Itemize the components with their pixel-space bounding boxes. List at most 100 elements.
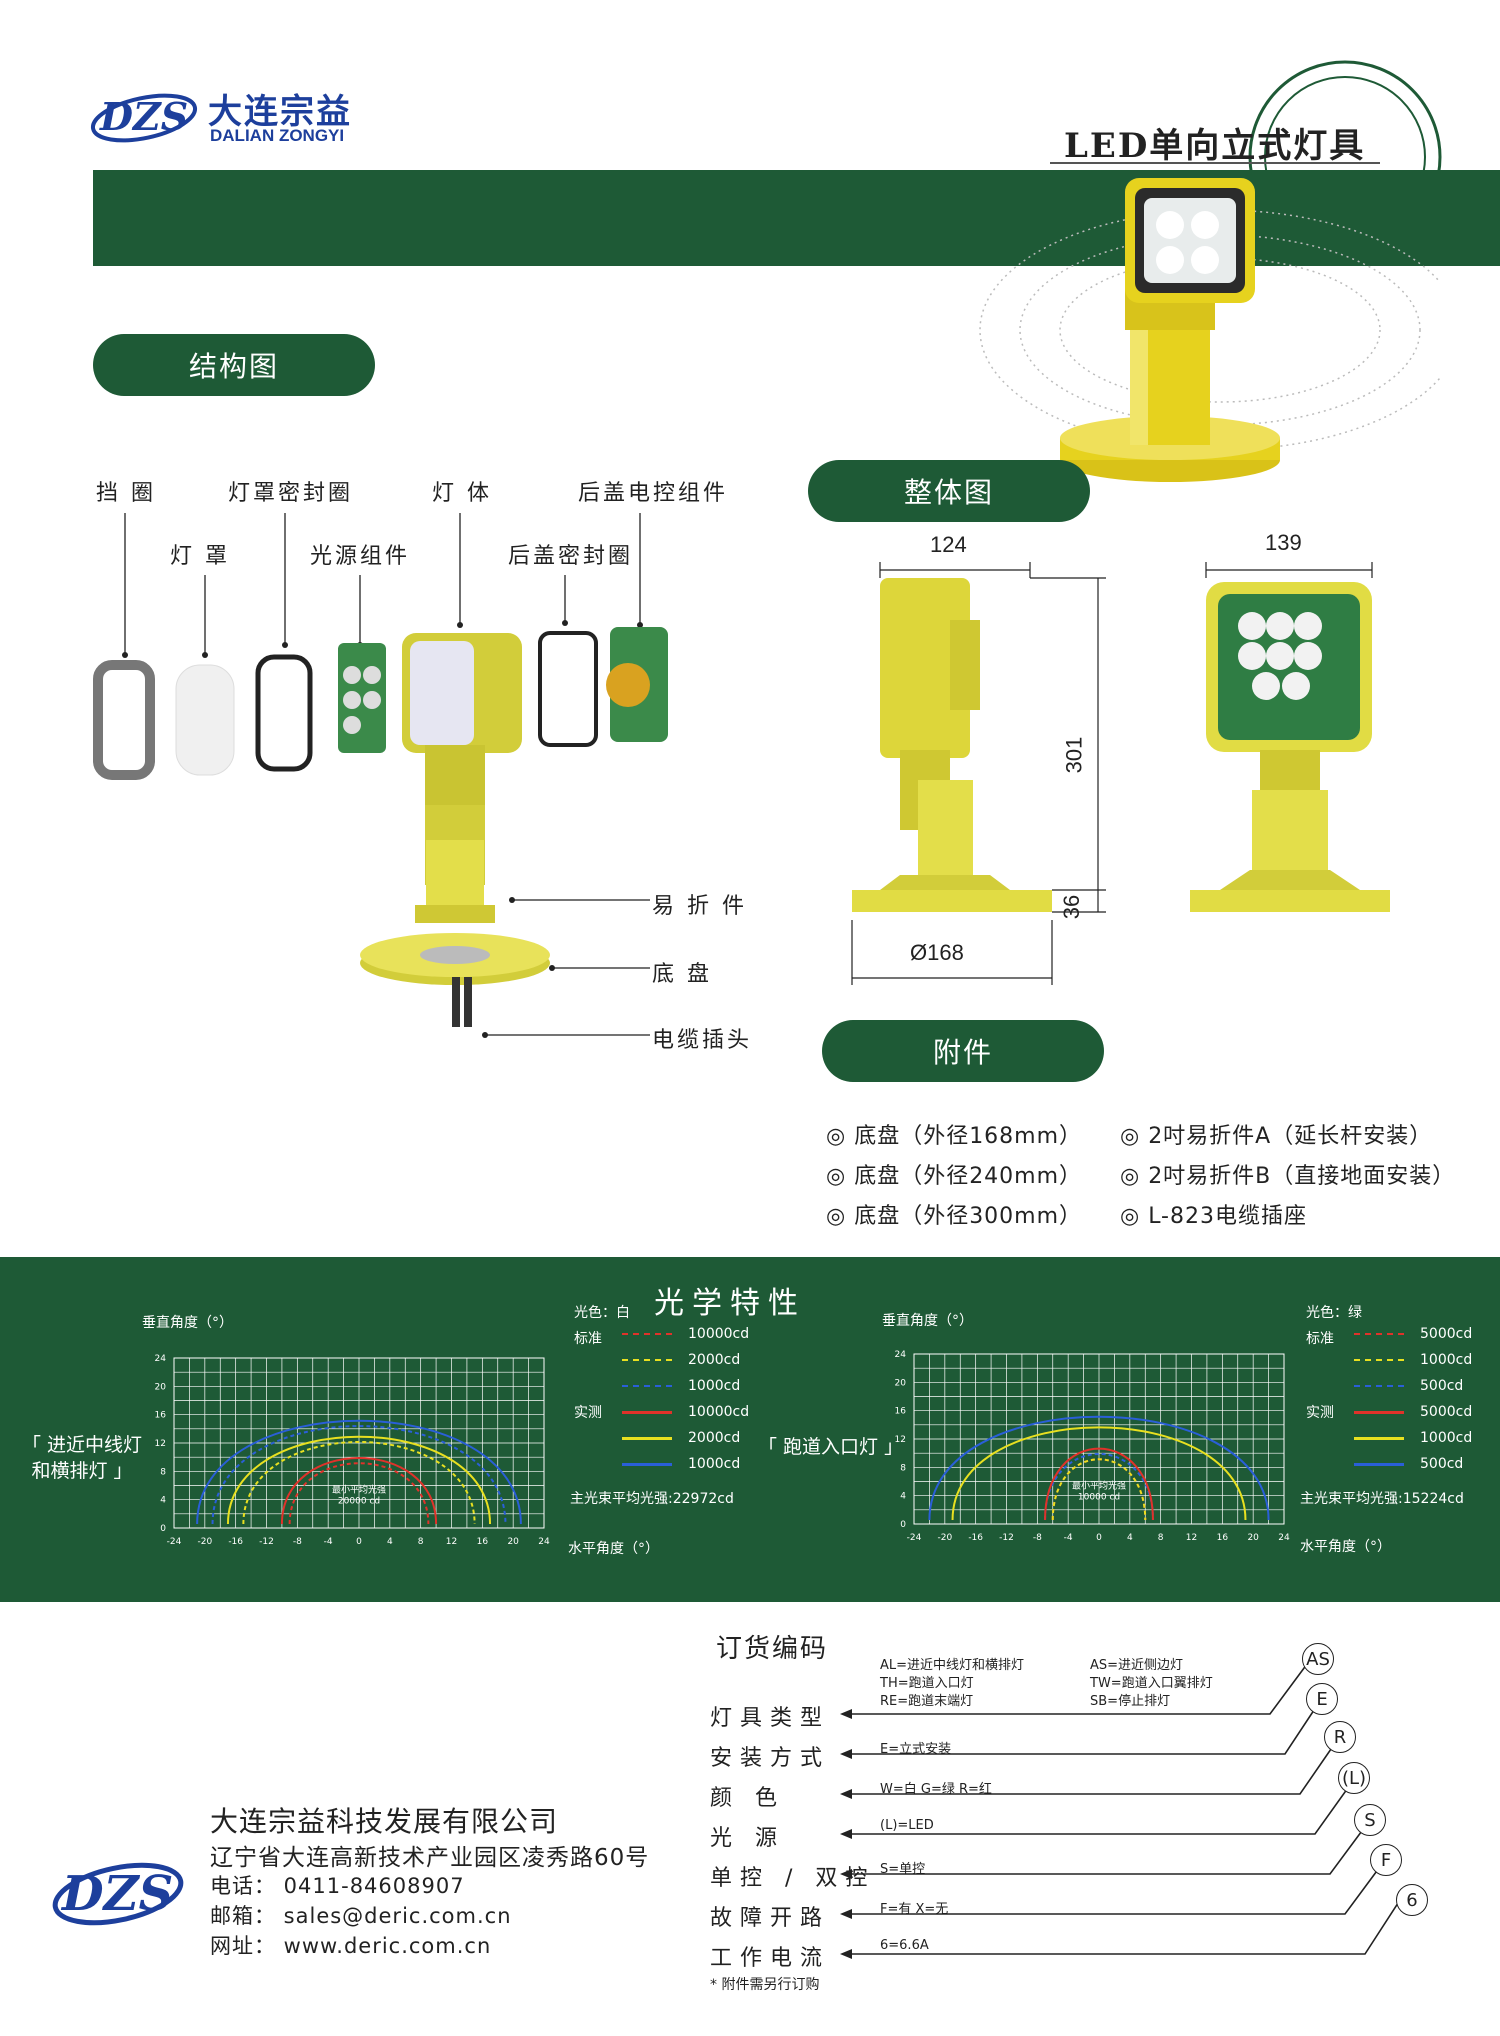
overall-section-pill: 整体图 <box>808 460 1090 522</box>
chart1-measured-label: 实测 <box>574 1405 602 1421</box>
y-tick-label: 4 <box>900 1492 906 1502</box>
center-note: 最小平均光强 <box>1072 1480 1126 1492</box>
optics-green-band <box>0 1257 1500 1602</box>
legend-entry: 500cd <box>1354 1378 1463 1394</box>
order-field-label: 颜 色 <box>710 1786 785 1811</box>
legend-swatch <box>1354 1359 1404 1361</box>
contact-web: 网址： www.deric.com.cn <box>210 1934 492 1958</box>
x-tick-label: -20 <box>937 1533 952 1543</box>
dim-side-width: 124 <box>930 532 967 557</box>
dim-front-width: 139 <box>1265 530 1302 555</box>
x-tick-label: 20 <box>1247 1533 1259 1543</box>
contour-curve <box>1051 1458 1147 1521</box>
x-tick-label: -8 <box>293 1537 302 1547</box>
legend-value: 1000cd <box>688 1378 741 1394</box>
order-field-option: TW=跑道入口翼排灯 <box>1090 1676 1213 1691</box>
y-tick-label: 12 <box>155 1439 166 1449</box>
legend-swatch <box>622 1385 672 1387</box>
center-note: 最小平均光强 <box>332 1484 386 1496</box>
x-tick-label: -12 <box>999 1533 1014 1543</box>
x-tick-label: 8 <box>1158 1533 1164 1543</box>
part-label-rear-cover: 后盖电控组件 <box>578 481 729 506</box>
part-label-cable-plug: 电缆插头 <box>652 1028 753 1053</box>
y-tick-label: 16 <box>895 1407 907 1417</box>
legend-swatch <box>1354 1436 1404 1440</box>
svg-text:DZS: DZS <box>99 94 188 139</box>
legend-entry: 1000cd <box>622 1378 740 1394</box>
title-underline <box>1050 162 1380 164</box>
legend-value: 5000cd <box>1420 1326 1473 1342</box>
order-field-label: 光 源 <box>710 1826 785 1851</box>
accessory-item: ◎ 底盘（外径240mm） <box>826 1164 1083 1189</box>
y-tick-label: 24 <box>155 1354 167 1364</box>
product-title: LED单向立式灯具 <box>1064 126 1366 166</box>
brand-name-cn: 大连宗益 <box>208 92 352 132</box>
order-field-label: 单控 / 双控 <box>710 1866 876 1891</box>
chart1-color-label: 光色：白 <box>574 1305 630 1321</box>
contour-curve <box>226 1435 492 1525</box>
chart2-color-label: 光色：绿 <box>1306 1305 1362 1321</box>
dimension-drawing <box>851 562 1390 985</box>
legend-value: 5000cd <box>1420 1404 1473 1420</box>
accessory-item: ◎ 底盘（外径300mm） <box>826 1204 1083 1229</box>
accessory-item: ◎ L-823电缆插座 <box>1120 1204 1307 1229</box>
order-code-circle: (L) <box>1338 1762 1370 1794</box>
legend-entry: 1000cd <box>622 1456 740 1472</box>
brand-name-en: DALIAN ZONGYI <box>210 126 345 145</box>
y-tick-label: 4 <box>160 1496 166 1506</box>
legend-value: 500cd <box>1420 1456 1464 1472</box>
order-field-label: 工作电流 <box>710 1946 831 1971</box>
part-label-retaining-ring: 挡 圈 <box>96 481 156 506</box>
ordering-title: 订货编码 <box>716 1634 829 1664</box>
product-hero-image <box>920 170 1461 510</box>
x-tick-label: 16 <box>477 1537 489 1547</box>
part-label-cover-seal: 灯罩密封圈 <box>228 481 354 506</box>
dim-base-height: 36 <box>1059 894 1085 920</box>
legend-value: 1000cd <box>1420 1352 1473 1368</box>
contact-address: 辽宁省大连高新技术产业园区凌秀路60号 <box>210 1845 650 1871</box>
accessories-section-pill: 附件 <box>822 1020 1104 1082</box>
ordering-connector-lines <box>840 1659 1401 1959</box>
optics-title: 光学特性 <box>654 1286 806 1321</box>
chart2-ylabel: 垂直角度（°） <box>882 1313 973 1329</box>
legend-value: 2000cd <box>688 1352 741 1368</box>
header-green-band <box>93 170 1500 266</box>
chart1-main-beam: 主光束平均光强:22972cd <box>570 1491 734 1507</box>
center-note: 10000 cd <box>1078 1493 1120 1503</box>
legend-swatch <box>1354 1333 1404 1335</box>
chart1-standard-label: 标准 <box>574 1331 602 1347</box>
legend-value: 1000cd <box>1420 1430 1473 1446</box>
dzs-logo-icon: DZS <box>90 93 198 143</box>
chart2-standard-label: 标准 <box>1306 1331 1334 1347</box>
legend-value: 1000cd <box>688 1456 741 1472</box>
x-tick-label: 24 <box>1278 1533 1290 1543</box>
legend-swatch <box>622 1410 672 1414</box>
y-tick-label: 24 <box>895 1350 907 1360</box>
dim-base-diameter: Ø168 <box>910 940 964 965</box>
x-tick-label: -24 <box>167 1537 182 1547</box>
x-tick-label: -4 <box>324 1537 333 1547</box>
order-field-option: 6=6.6A <box>880 1938 929 1953</box>
contour-curve <box>280 1457 438 1525</box>
order-field-option: AL=进近中线灯和横排灯 <box>880 1658 1025 1673</box>
legend-entry: 500cd <box>1354 1456 1463 1472</box>
order-code-circle: E <box>1306 1683 1338 1715</box>
legend-entry: 10000cd <box>622 1326 749 1342</box>
x-tick-label: 8 <box>418 1537 424 1547</box>
order-field-label: 灯具类型 <box>710 1706 831 1731</box>
accessory-item: ◎ 2吋易折件A（延长杆安装） <box>1120 1124 1433 1149</box>
y-tick-label: 8 <box>900 1463 906 1473</box>
contour-curve <box>196 1419 522 1525</box>
order-field-option: S=单控 <box>880 1862 926 1877</box>
y-tick-label: 0 <box>900 1520 906 1530</box>
contour-curve <box>951 1426 1247 1521</box>
x-tick-label: -12 <box>259 1537 274 1547</box>
ordering-note: * 附件需另行订购 <box>710 1977 820 1993</box>
contour-curve <box>288 1462 430 1525</box>
y-tick-label: 8 <box>160 1467 166 1477</box>
legend-swatch <box>1354 1385 1404 1387</box>
contour-curve <box>211 1425 507 1525</box>
contour-curve <box>242 1441 476 1525</box>
x-tick-label: -16 <box>968 1533 983 1543</box>
